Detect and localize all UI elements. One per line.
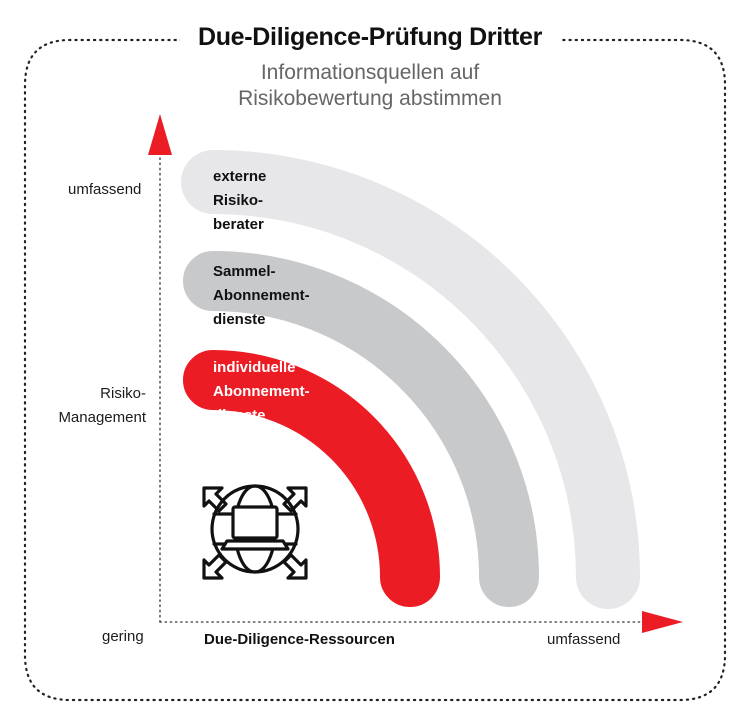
band-middle-label-line-3: dienste [213, 311, 266, 328]
band-outer [181, 150, 640, 609]
y-axis-top-label: umfassend [68, 181, 142, 198]
subtitle-line-2: Risikobewertung abstimmen [238, 87, 502, 110]
globe-with-expand-arrows-icon [202, 484, 308, 580]
y-axis-label: Risiko- Management [40, 382, 146, 430]
x-axis-origin-label: gering [102, 628, 144, 645]
band-middle-label: Sammel- Abonnement- dienste [213, 260, 310, 332]
x-axis-label: Due-Diligence-Ressourcen [204, 631, 395, 648]
y-axis-label-line-2: Management [58, 409, 146, 426]
dotted-frame [23, 38, 727, 702]
page-title: Due-Diligence-Prüfung Dritter [197, 23, 543, 51]
band-middle-label-line-1: Sammel- [213, 263, 276, 280]
subtitle: Informationsquellen auf Risikobewertung … [150, 60, 590, 112]
y-axis-label-line-1: Risiko- [100, 385, 146, 402]
band-inner-label-line-1: individuelle [213, 359, 296, 376]
band-inner-label-line-3: dienste [213, 407, 266, 424]
x-axis-arrow-icon [642, 611, 683, 633]
title-box: Due-Diligence-Prüfung Dritter [180, 14, 560, 60]
band-outer-label-line-3: berater [213, 216, 264, 233]
y-axis-arrow-icon [148, 114, 172, 155]
band-outer-label-line-1: externe [213, 168, 267, 185]
band-outer-label: externe Risiko- berater [213, 165, 266, 237]
band-outer-label-line-2: Risiko- [213, 192, 264, 209]
band-inner-label: individuelle Abonnement- dienste [213, 356, 310, 428]
band-inner-label-line-2: Abonnement- [213, 383, 310, 400]
x-axis-end-label: umfassend [547, 631, 621, 648]
subtitle-line-1: Informationsquellen auf [260, 61, 480, 84]
band-middle [178, 246, 544, 611]
band-middle-label-line-2: Abonnement- [213, 287, 310, 304]
band-inner [178, 345, 445, 611]
